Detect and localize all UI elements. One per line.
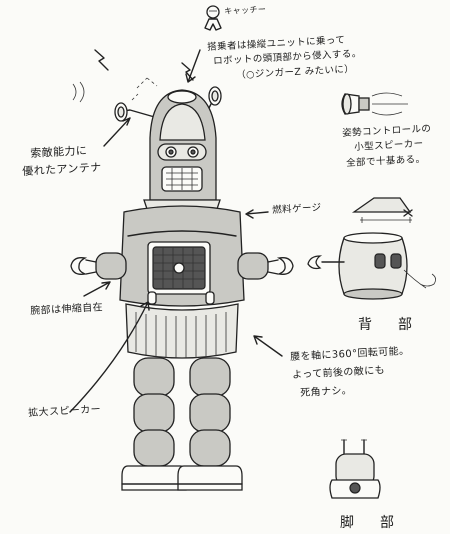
waist-pointer [253,335,283,357]
arm-pointer [83,281,111,297]
signal-dashes [131,77,158,101]
antenna-pointer [103,117,131,147]
robot-arm-right [237,252,294,280]
fuel-gauge-detail [351,197,413,223]
leg-detail [329,439,381,499]
robot-head [149,89,217,201]
robot-leg-left [121,357,187,491]
speaker-pointer [69,301,150,413]
back-view-label: 背 部 [358,317,418,333]
antenna-left [114,102,159,122]
signal-wave-left [72,81,85,103]
robot-waist [125,303,239,359]
thruster-detail [341,92,408,116]
robot-leg-right [177,357,243,491]
back-view-detail [307,232,436,300]
robot-arm-left [70,252,127,280]
robot-torso [119,205,245,307]
cockpit-arrow [185,49,201,83]
leg-view-label: 脚 部 [340,515,400,531]
signal-bolt-left [94,49,109,71]
signal-bolt-right [181,62,194,81]
fuel-gauge-pointer [245,209,269,219]
pilot-label: キャッチー [224,4,267,16]
pilot-figure [204,5,222,31]
